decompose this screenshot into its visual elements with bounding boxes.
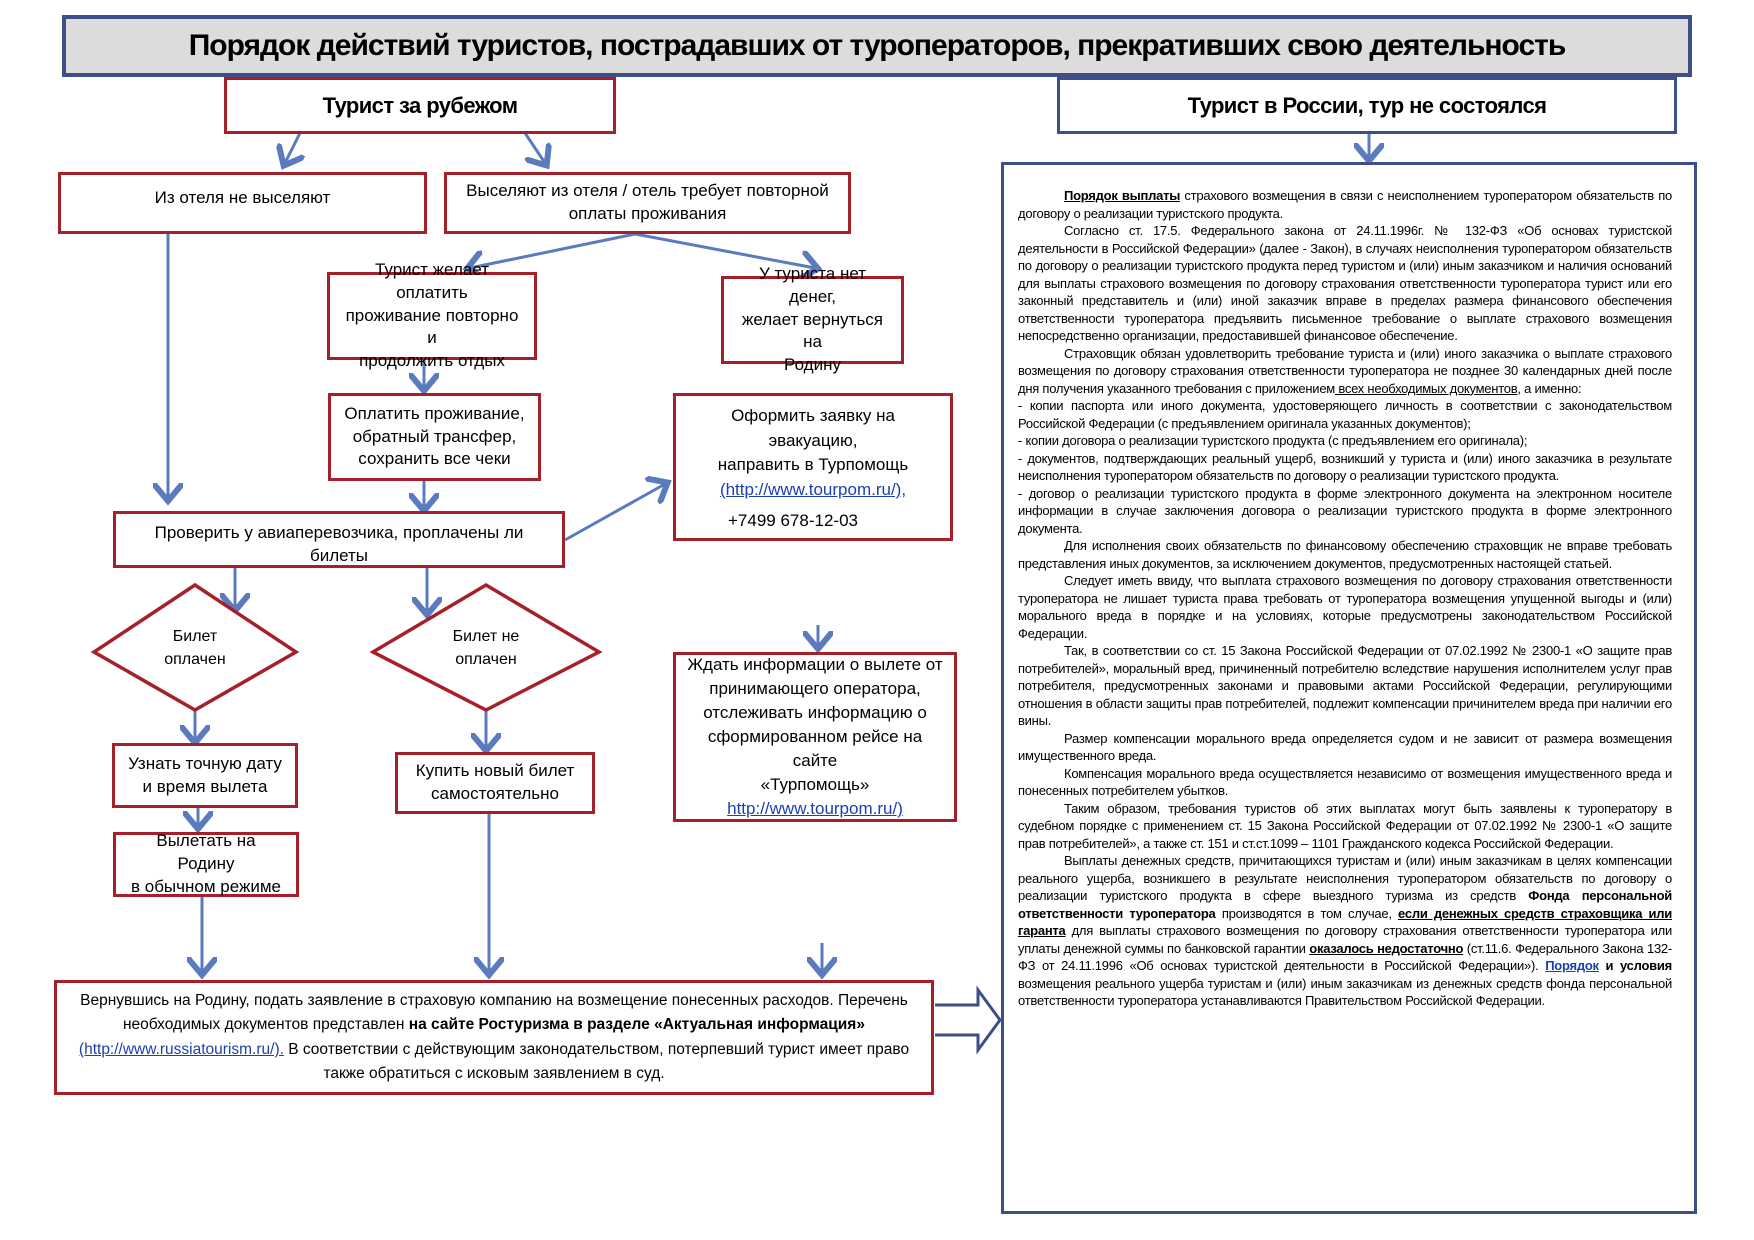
box-pay-accommodation: Оплатить проживание,обратный трансфер,со… xyxy=(328,393,541,481)
diamond-ticket-unpaid xyxy=(369,582,603,712)
legal-heading: Порядок выплаты xyxy=(1064,188,1181,203)
arrow-final-to-legal xyxy=(935,985,1002,1055)
box-wait-info: Ждать информации о вылете от принимающег… xyxy=(673,652,957,822)
arrow-abroad-left xyxy=(285,132,300,163)
diamond-ticket-paid xyxy=(90,582,300,713)
russiatourism-link[interactable]: (http://www.russiatourism.ru/). xyxy=(78,1040,284,1058)
header-tourist-russia: Турист в России, тур не состоялся xyxy=(1057,77,1677,134)
box-final-instructions: Вернувшись на Родину, подать заявление в… xyxy=(54,980,934,1095)
arrow-evicted-left xyxy=(470,232,636,268)
page-title: Порядок действий туристов, пострадавших … xyxy=(62,15,1692,77)
arrow-to-evac xyxy=(564,484,665,542)
tourpom-link-2[interactable]: http://www.tourpom.ru/) xyxy=(727,799,903,819)
box-not-evicted: Из отеля не выселяют xyxy=(58,172,427,234)
legal-info-panel: Порядок выплаты страхового возмещения в … xyxy=(1001,162,1697,1214)
box-evicted: Выселяют из отеля / отель требует повтор… xyxy=(444,172,851,234)
box-evacuation: Оформить заявку на эвакуацию, направить … xyxy=(673,393,953,541)
box-check-tickets: Проверить у авиаперевозчика, проплачены … xyxy=(113,511,565,568)
header-tourist-abroad: Турист за рубежом xyxy=(224,77,616,134)
arrow-abroad-right xyxy=(523,132,545,163)
tourpom-link[interactable]: (http://www.tourpom.ru/), xyxy=(719,479,907,499)
tourpom-phone: +7499 678-12-03 xyxy=(728,510,858,530)
procedure-link[interactable]: Порядок xyxy=(1545,958,1599,973)
arrow-evicted-right xyxy=(634,232,815,268)
